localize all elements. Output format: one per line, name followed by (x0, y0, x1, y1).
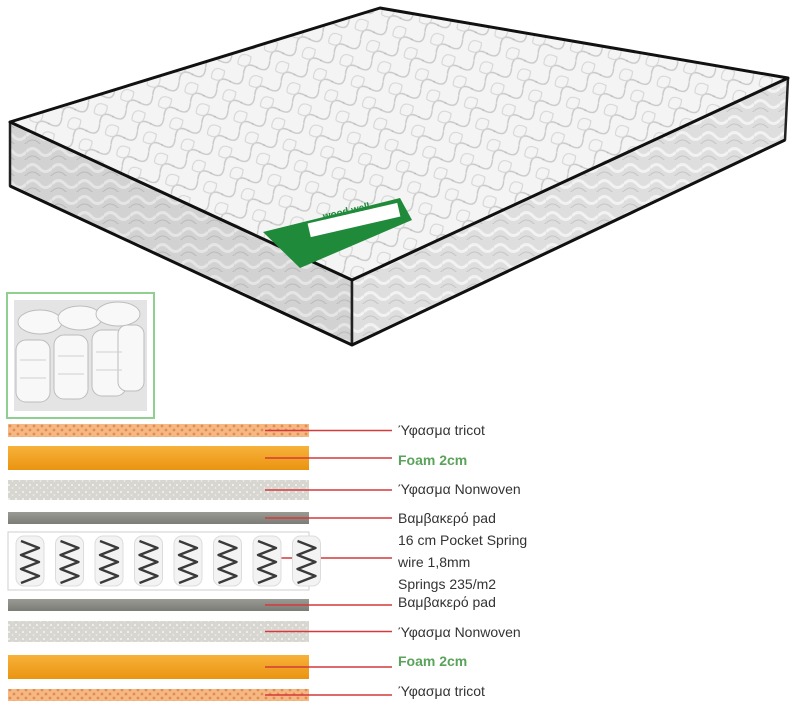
spring-coil (98, 539, 120, 585)
label-nonwoven-bottom: Ύφασμα Nonwoven (398, 624, 521, 640)
spring-coil (217, 539, 238, 585)
label-cotton-top: Βαμβακερό pad (398, 510, 496, 526)
spring-inset-photo (6, 292, 155, 419)
label-nonwoven-top: Ύφασμα Nonwoven (398, 481, 521, 497)
label-foam-top: Foam 2cm (398, 452, 468, 468)
brand-tag (263, 198, 412, 268)
label-springs-3: Springs 235/m2 (398, 576, 497, 592)
spring-coil (19, 539, 41, 585)
layer-tricot-top (8, 424, 309, 437)
layer-tricot-bottom (8, 689, 309, 701)
label-springs-2: wire 1,8mm (398, 554, 471, 570)
label-springs-1: 16 cm Pocket Spring (398, 532, 528, 548)
layer-foam-bottom (8, 655, 309, 679)
label-tricot-bottom: Ύφασμα tricot (398, 683, 485, 699)
layer-cotton-bottom (8, 599, 309, 611)
layer-cotton-top (8, 512, 309, 524)
spring-coil (296, 539, 317, 585)
spring-coil (59, 539, 80, 585)
mattress (8, 6, 790, 347)
spring-coil (138, 539, 159, 585)
label-cotton-bottom: Βαμβακερό pad (398, 594, 496, 610)
layer-nonwoven-bottom (8, 621, 309, 642)
spring-coil (177, 539, 199, 585)
label-tricot-top: Ύφασμα tricot (398, 422, 485, 438)
label-foam-bottom: Foam 2cm (398, 653, 468, 669)
spring-coil (256, 539, 278, 585)
layer-nonwoven-top (8, 480, 309, 500)
layer-foam-top (8, 446, 309, 470)
pocket-springs (15, 535, 321, 587)
